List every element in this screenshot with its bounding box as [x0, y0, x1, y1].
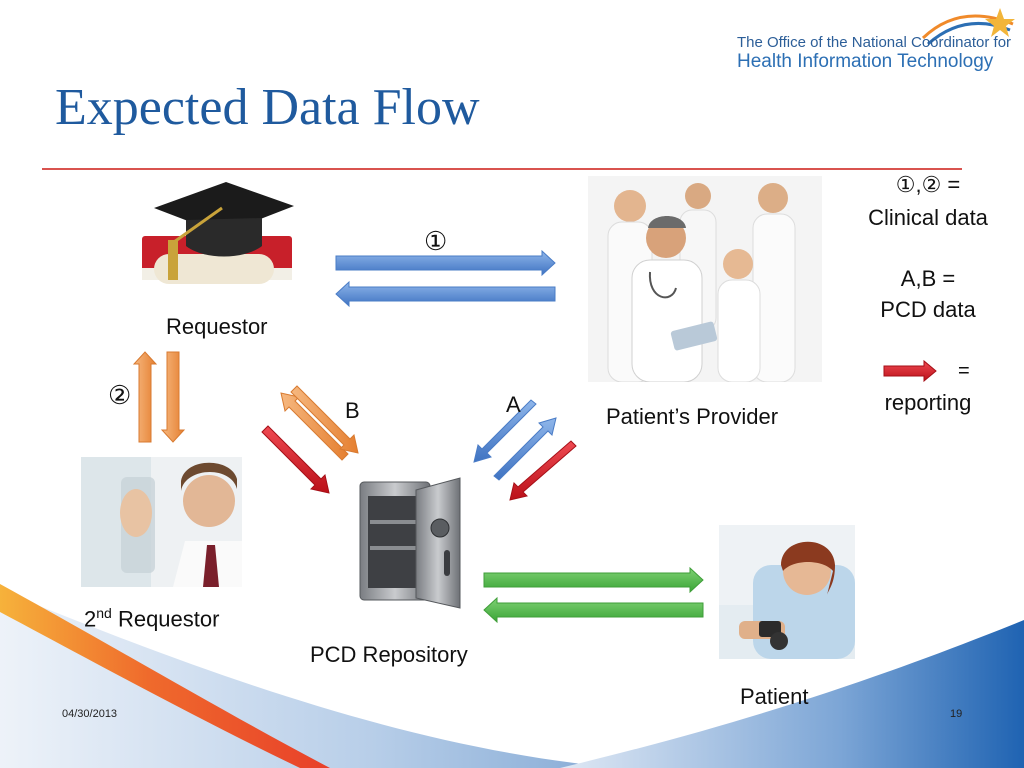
logo-text-line2: Health Information Technology [737, 51, 994, 72]
provider-image [588, 176, 822, 382]
legend-clinical-text: Clinical data [868, 205, 988, 230]
second-requestor-text: Requestor [111, 606, 220, 632]
graduation-cap-icon [142, 182, 294, 284]
patient-flow-arrow-left [483, 596, 704, 624]
patient-flow-arrow-right [483, 566, 704, 594]
requestor-label: Requestor [166, 314, 268, 339]
patient-image [719, 525, 855, 659]
patient-bed-icon [719, 541, 855, 659]
flow-1-label: ① [424, 226, 448, 256]
requestor-image [134, 176, 300, 300]
repository-image [356, 476, 464, 610]
legend-reporting-arrow [883, 359, 937, 383]
safe-icon [359, 477, 461, 609]
slide-title: Expected Data Flow [55, 79, 480, 136]
legend-reporting-equals: = [958, 360, 970, 382]
second-requestor-number: 2 [84, 606, 97, 632]
provider-label: Patient’s Provider [606, 404, 779, 429]
onc-logo-swoosh-icon [921, 8, 1015, 46]
flow-2-arrow-up [132, 351, 158, 443]
legend-reporting-text: reporting [884, 390, 972, 415]
second-requestor-ordinal: nd [96, 605, 112, 621]
page-number: 19 [950, 708, 963, 720]
logo-text-line1: The Office of the National Coordinator f… [737, 34, 1012, 51]
legend-clinical-symbols: ①,② = [895, 172, 961, 197]
flow-b-arrow-down [290, 385, 359, 454]
man-at-glass-icon [81, 457, 242, 587]
flow-b-arrow-up [280, 392, 349, 461]
flow-a-arrow-up [493, 417, 557, 481]
flow-b-label: B [345, 398, 360, 423]
flow-2-label: ② [108, 380, 132, 410]
legend-pcd-symbols: A,B = [900, 266, 956, 291]
patient-label: Patient [740, 684, 809, 709]
clinicians-group-icon [607, 183, 796, 382]
flow-a-arrow-down [473, 399, 537, 463]
flow-a-label: A [506, 392, 521, 417]
background-swoosh [0, 584, 1024, 768]
second-requestor-image [81, 457, 242, 587]
flow-1-arrow-right [335, 249, 556, 277]
flow-1-arrow-left [335, 280, 556, 308]
flow-2-arrow-down [160, 351, 186, 443]
legend-pcd-text: PCD data [880, 297, 976, 322]
reporting-arrow-a [509, 440, 577, 501]
reporting-arrow-b [261, 425, 330, 494]
repository-label: PCD Repository [310, 642, 468, 667]
title-divider [42, 168, 962, 170]
footer-date: 04/30/2013 [62, 708, 118, 720]
second-requestor-label: 2nd Requestor [84, 605, 219, 632]
